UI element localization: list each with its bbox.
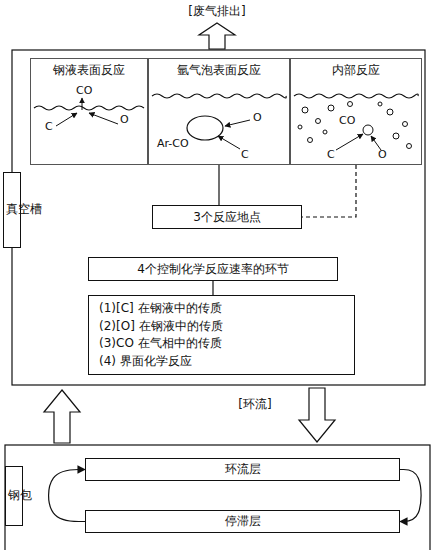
node-text: 内部反应: [332, 63, 380, 78]
node-text: (3)CO 在气相中的传质: [99, 336, 222, 351]
node-text: (1)[C] 在钢液中的传质: [99, 301, 222, 316]
species-label: O: [119, 113, 130, 126]
argon-bubble: [187, 116, 223, 140]
node-text: 真空槽: [6, 203, 18, 216]
down-flow-arrow: [299, 388, 335, 442]
species-label: C: [326, 148, 336, 161]
annotation-label: [废气排出]: [187, 4, 246, 18]
ladle-frame: [5, 445, 430, 550]
process-box: 4个控制化学反应速率的环节: [88, 257, 338, 281]
process-box: 3个反应地点: [152, 205, 302, 229]
layer-band: 停滞层: [85, 510, 400, 533]
vertical-label-box: 钢包: [5, 466, 23, 526]
connector: [49, 470, 85, 522]
node-text: (2)[O] 在钢液中的传质: [99, 319, 223, 334]
exhaust-arrow: [199, 23, 235, 49]
vacuum-frame: [12, 50, 425, 385]
node-text: 钢液表面反应: [53, 63, 125, 78]
node-text: 环流层: [225, 462, 261, 477]
node-text: 氩气泡表面反应: [177, 63, 261, 78]
species-label: Ar-CO: [156, 137, 190, 150]
node-text: 停滞层: [225, 514, 261, 529]
connector: [212, 281, 213, 295]
node-text: 钢包: [8, 489, 20, 502]
reaction-panel: 内部反应: [290, 58, 422, 165]
node-text: 4个控制化学反应速率的环节: [137, 262, 289, 277]
up-flow-arrow: [44, 390, 80, 443]
species-label: C: [240, 148, 250, 161]
node-text: (4) 界面化学反应: [99, 354, 192, 369]
co-bubbles: [298, 102, 412, 149]
species-label: CO: [75, 84, 93, 97]
layer-band: 环流层: [85, 458, 400, 481]
species-label: O: [377, 148, 388, 161]
reaction-panel: 钢液表面反应: [30, 58, 148, 165]
annotation-label: [环流]: [237, 397, 272, 411]
connector: [302, 165, 356, 217]
species-label: O: [252, 111, 263, 124]
species-label: CO: [338, 114, 356, 127]
vertical-label-box: 真空槽: [3, 172, 21, 248]
list-box: (1)[C] 在钢液中的传质 (2)[O] 在钢液中的传质 (3)CO 在气相中的传…: [88, 295, 355, 375]
species-label: C: [44, 120, 54, 133]
reaction-arrows: [56, 98, 381, 150]
connector: [218, 165, 219, 205]
connector: [400, 470, 421, 522]
node-text: 3个反应地点: [193, 210, 261, 225]
